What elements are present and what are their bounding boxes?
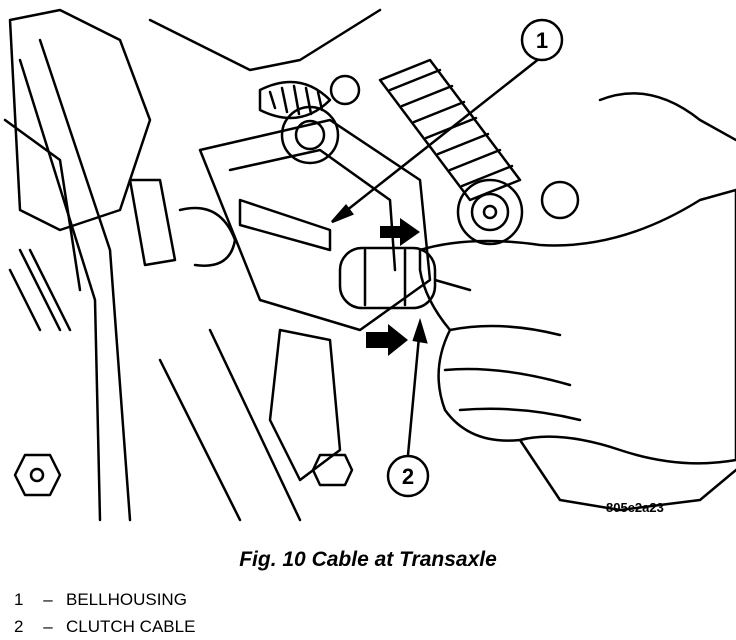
- legend-label: CLUTCH CABLE: [66, 617, 196, 636]
- callout-2-label: 2: [402, 464, 414, 489]
- callout-2-leader: [406, 325, 422, 456]
- upper-spring: [258, 80, 332, 120]
- legend-item: 2–CLUTCH CABLE: [14, 613, 195, 640]
- callout-1-leader: [331, 57, 541, 223]
- cable-bracket: [128, 178, 177, 267]
- legend-item: 1–BELLHOUSING: [14, 586, 195, 613]
- side-bolt: [311, 453, 354, 487]
- callout-1-circle: [520, 18, 564, 62]
- transaxle-illustration: 1 2: [3, 8, 736, 522]
- left-frame: [8, 8, 152, 232]
- callout-1-label: 1: [536, 28, 548, 53]
- figure-code: 805e2a23: [606, 500, 664, 515]
- legend-dash: –: [43, 617, 53, 636]
- bolt-head-left: [280, 105, 340, 165]
- figure-caption: Fig. 10 Cable at Transaxle: [239, 548, 497, 571]
- hand: [418, 188, 736, 465]
- legend-label: BELLHOUSING: [66, 590, 187, 609]
- bellhousing-block: [198, 118, 432, 332]
- direction-arrow-upper: [380, 218, 420, 246]
- cable-end-fitting: [456, 178, 524, 246]
- bolt-head-top: [329, 74, 361, 106]
- lower-bolt: [13, 453, 62, 497]
- legend-number: 2: [14, 617, 24, 636]
- legend: 1–BELLHOUSING 2–CLUTCH CABLE: [14, 586, 195, 640]
- legend-dash: –: [43, 590, 53, 609]
- cable-sleeve: [338, 246, 437, 310]
- callout-2-circle: [386, 454, 430, 498]
- legend-number: 1: [14, 590, 24, 609]
- direction-arrow-lower: [366, 324, 408, 356]
